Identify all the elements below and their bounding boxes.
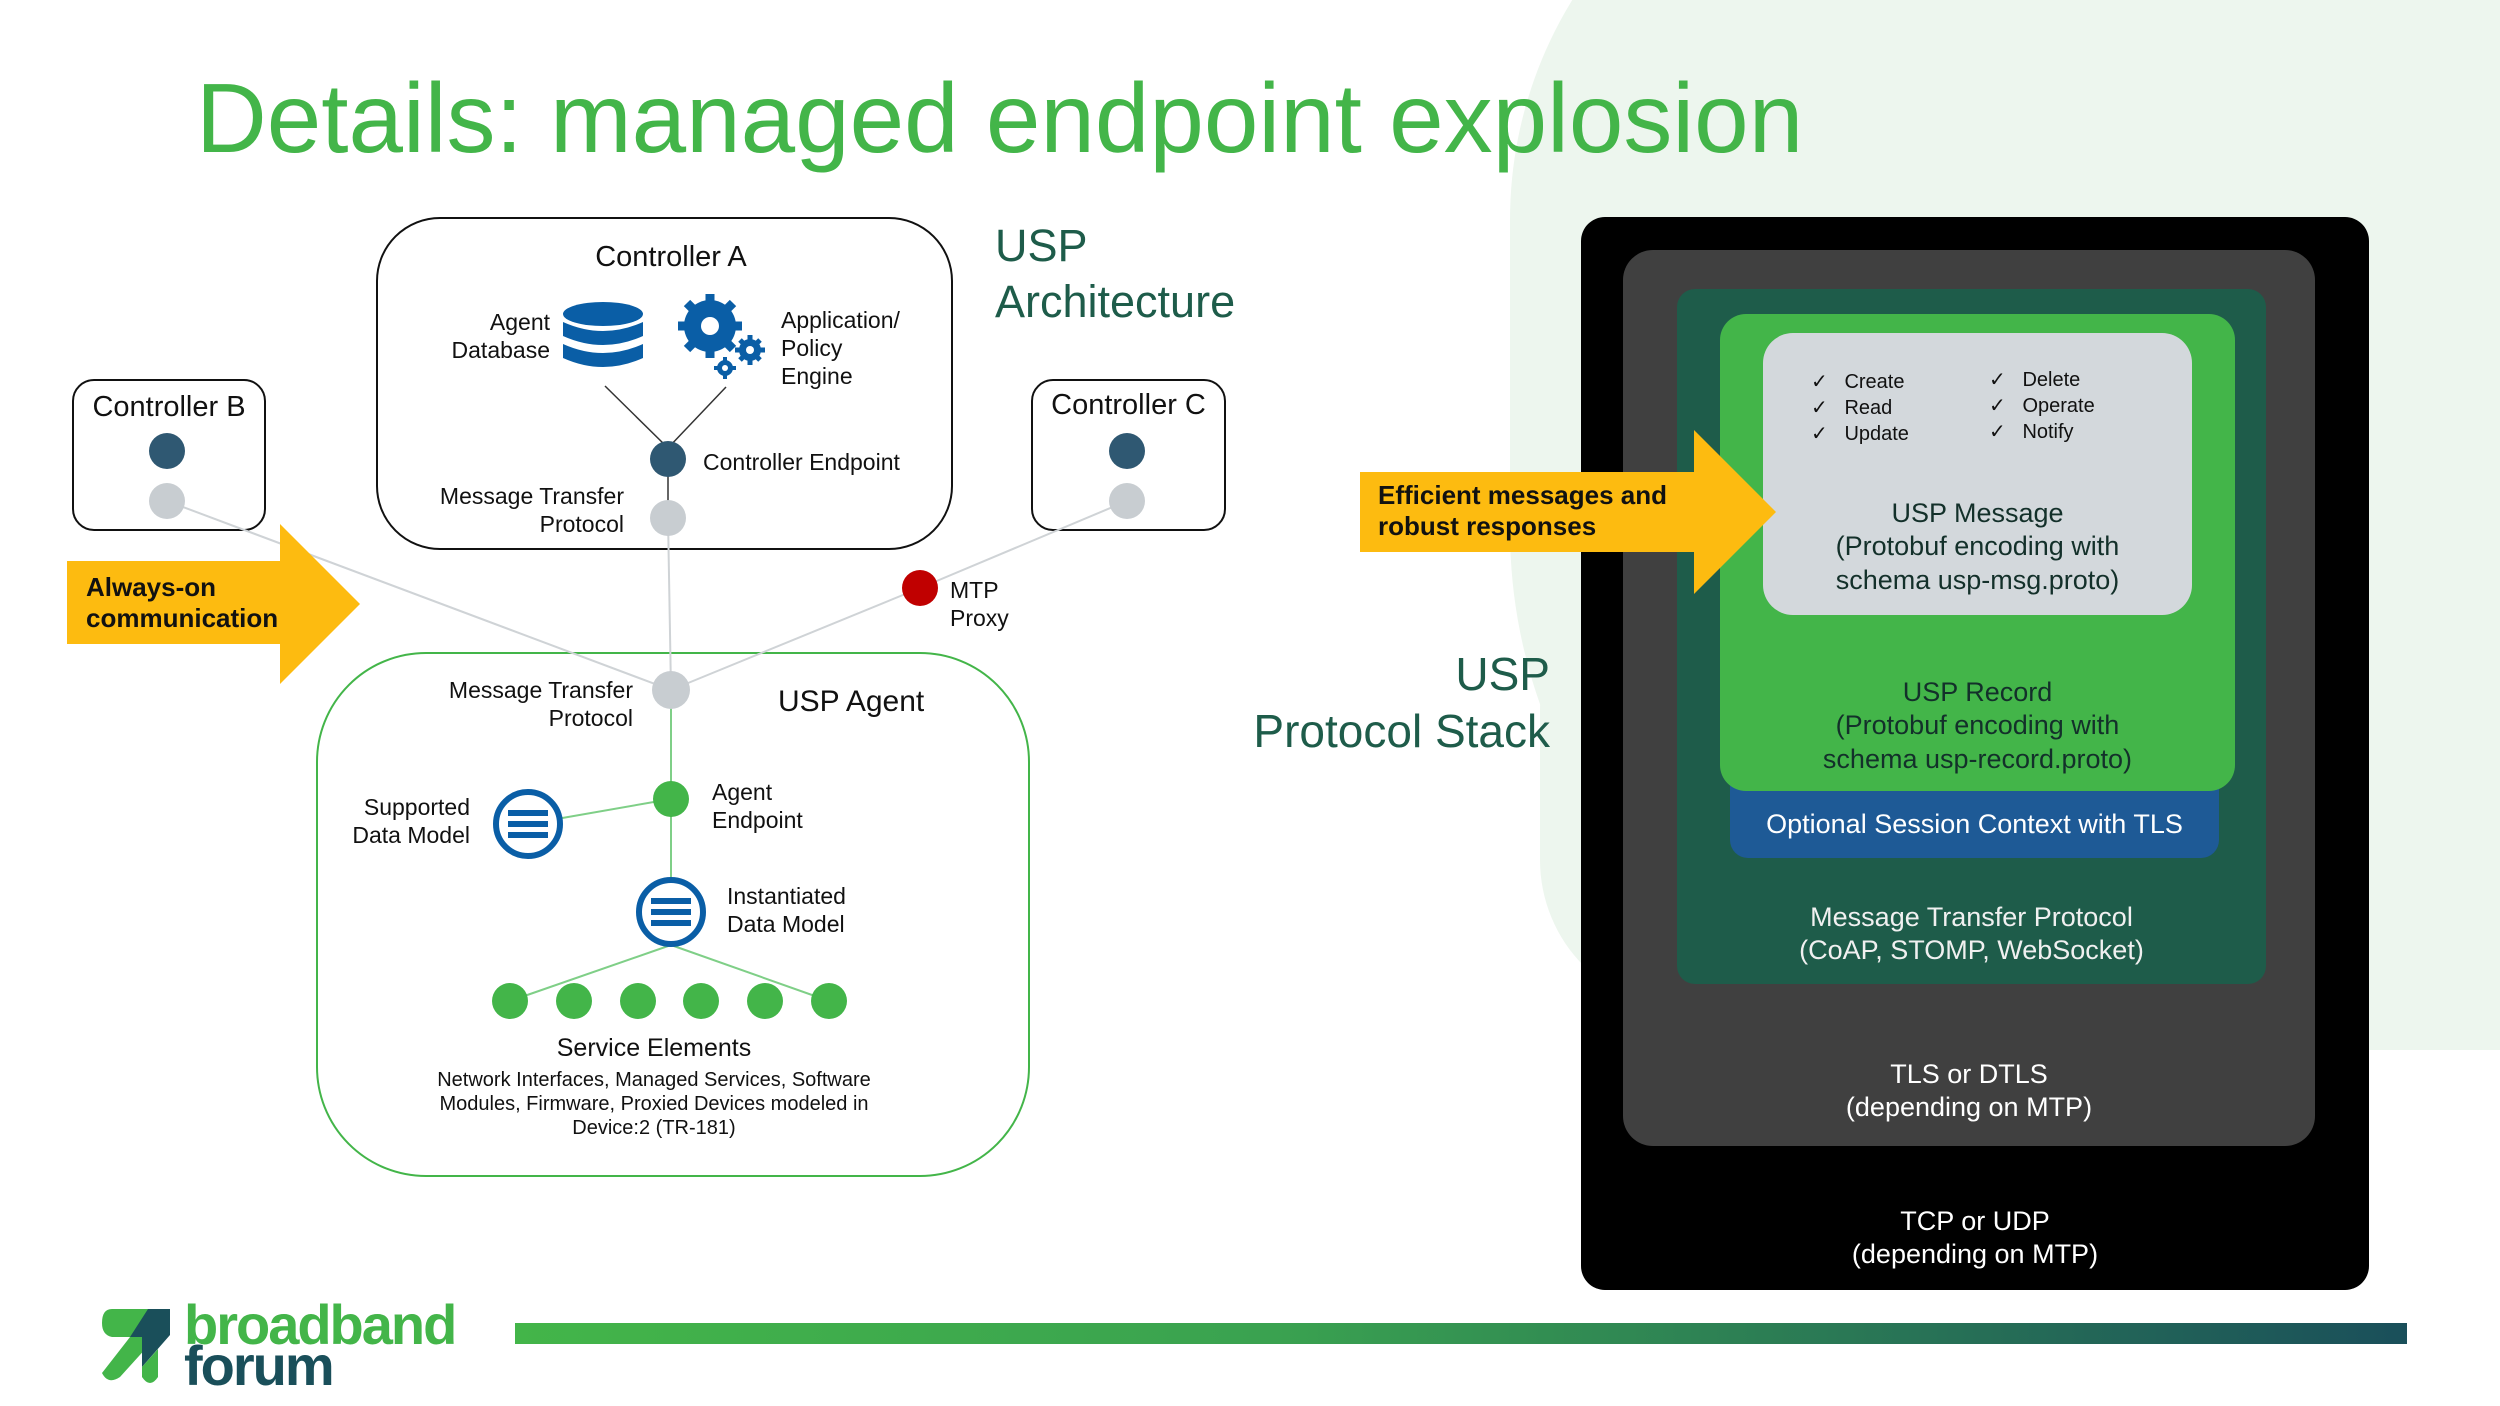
link-controller-b bbox=[166, 500, 672, 691]
service-elements-description: Network Interfaces, Managed Services, So… bbox=[437, 1069, 871, 1139]
service-element bbox=[683, 983, 719, 1019]
supported-data-model-icon bbox=[493, 789, 563, 859]
check-icon: ✓ bbox=[1989, 369, 2006, 391]
check-icon: ✓ bbox=[1811, 371, 1828, 393]
service-element bbox=[620, 983, 656, 1019]
footer-bar bbox=[515, 1323, 2407, 1344]
service-element bbox=[747, 983, 783, 1019]
controller-a-mtp bbox=[650, 500, 686, 536]
operations-right: ✓ Delete ✓ Operate ✓ Notify bbox=[1989, 367, 2095, 445]
controller-c-title: Controller C bbox=[1051, 389, 1206, 421]
link-database bbox=[604, 385, 669, 449]
agent-mtp bbox=[652, 671, 690, 709]
tls-label: TLS or DTLS(depending on MTP) bbox=[1845, 1059, 2093, 1123]
controller-b-title: Controller B bbox=[92, 391, 246, 423]
controller-a-box bbox=[376, 217, 953, 550]
check-icon: ✓ bbox=[1811, 423, 1828, 445]
session-label: Optional Session Context with TLS bbox=[1766, 809, 2183, 839]
check-icon: ✓ bbox=[1989, 395, 2006, 417]
page-title: Details: managed endpoint explosion bbox=[196, 63, 1804, 173]
broadband-forum-logo: broadband forum bbox=[100, 1293, 480, 1397]
controller-endpoint-label: Controller Endpoint bbox=[703, 449, 900, 475]
check-icon: ✓ bbox=[1811, 397, 1828, 419]
controller-a-title: Controller A bbox=[595, 241, 747, 273]
mtp-layer-label: Message Transfer Protocol(CoAP, STOMP, W… bbox=[1799, 902, 2144, 966]
instantiated-data-model-icon bbox=[636, 877, 706, 947]
operation-label: Operate bbox=[2022, 395, 2095, 417]
operations-left: ✓ Create ✓ Read ✓ Update bbox=[1811, 369, 1909, 447]
operation-label: Create bbox=[1844, 371, 1905, 393]
gears-icon bbox=[678, 294, 765, 379]
operation-label: Delete bbox=[2022, 369, 2081, 391]
controller-c-mtp bbox=[1109, 483, 1145, 519]
logo-text-broadband: broadband bbox=[184, 1293, 457, 1356]
logo-text-forum: forum bbox=[184, 1334, 335, 1397]
mtp-proxy-node bbox=[902, 570, 938, 606]
link-engine bbox=[667, 386, 727, 449]
link-mtp-proxy bbox=[670, 587, 921, 691]
link-service-elements-right bbox=[670, 944, 830, 1002]
service-element bbox=[492, 983, 528, 1019]
usp-message-layer: ✓ Create ✓ Read ✓ Update ✓ Delete ✓ Oper… bbox=[1763, 333, 2192, 615]
operation-label: Notify bbox=[2022, 421, 2074, 443]
operation-label: Update bbox=[1844, 423, 1909, 445]
service-element bbox=[556, 983, 592, 1019]
agent-endpoint bbox=[653, 781, 689, 817]
controller-a-endpoint bbox=[650, 441, 686, 477]
controller-b-endpoint bbox=[149, 433, 185, 469]
link-service-elements-left bbox=[509, 944, 672, 1002]
check-icon: ✓ bbox=[1989, 421, 2006, 443]
link-controller-a bbox=[667, 517, 672, 691]
controller-c-endpoint bbox=[1109, 433, 1145, 469]
operation-label: Read bbox=[1844, 397, 1893, 419]
database-icon bbox=[563, 302, 643, 367]
service-element bbox=[811, 983, 847, 1019]
tcp-udp-label: TCP or UDP(depending on MTP) bbox=[1851, 1206, 2099, 1270]
service-elements-title: Service Elements bbox=[556, 1034, 752, 1062]
controller-b-mtp bbox=[149, 483, 185, 519]
usp-agent-title: USP Agent bbox=[778, 685, 925, 718]
logo-mark bbox=[102, 1309, 170, 1383]
link-controller-c bbox=[919, 500, 1128, 589]
